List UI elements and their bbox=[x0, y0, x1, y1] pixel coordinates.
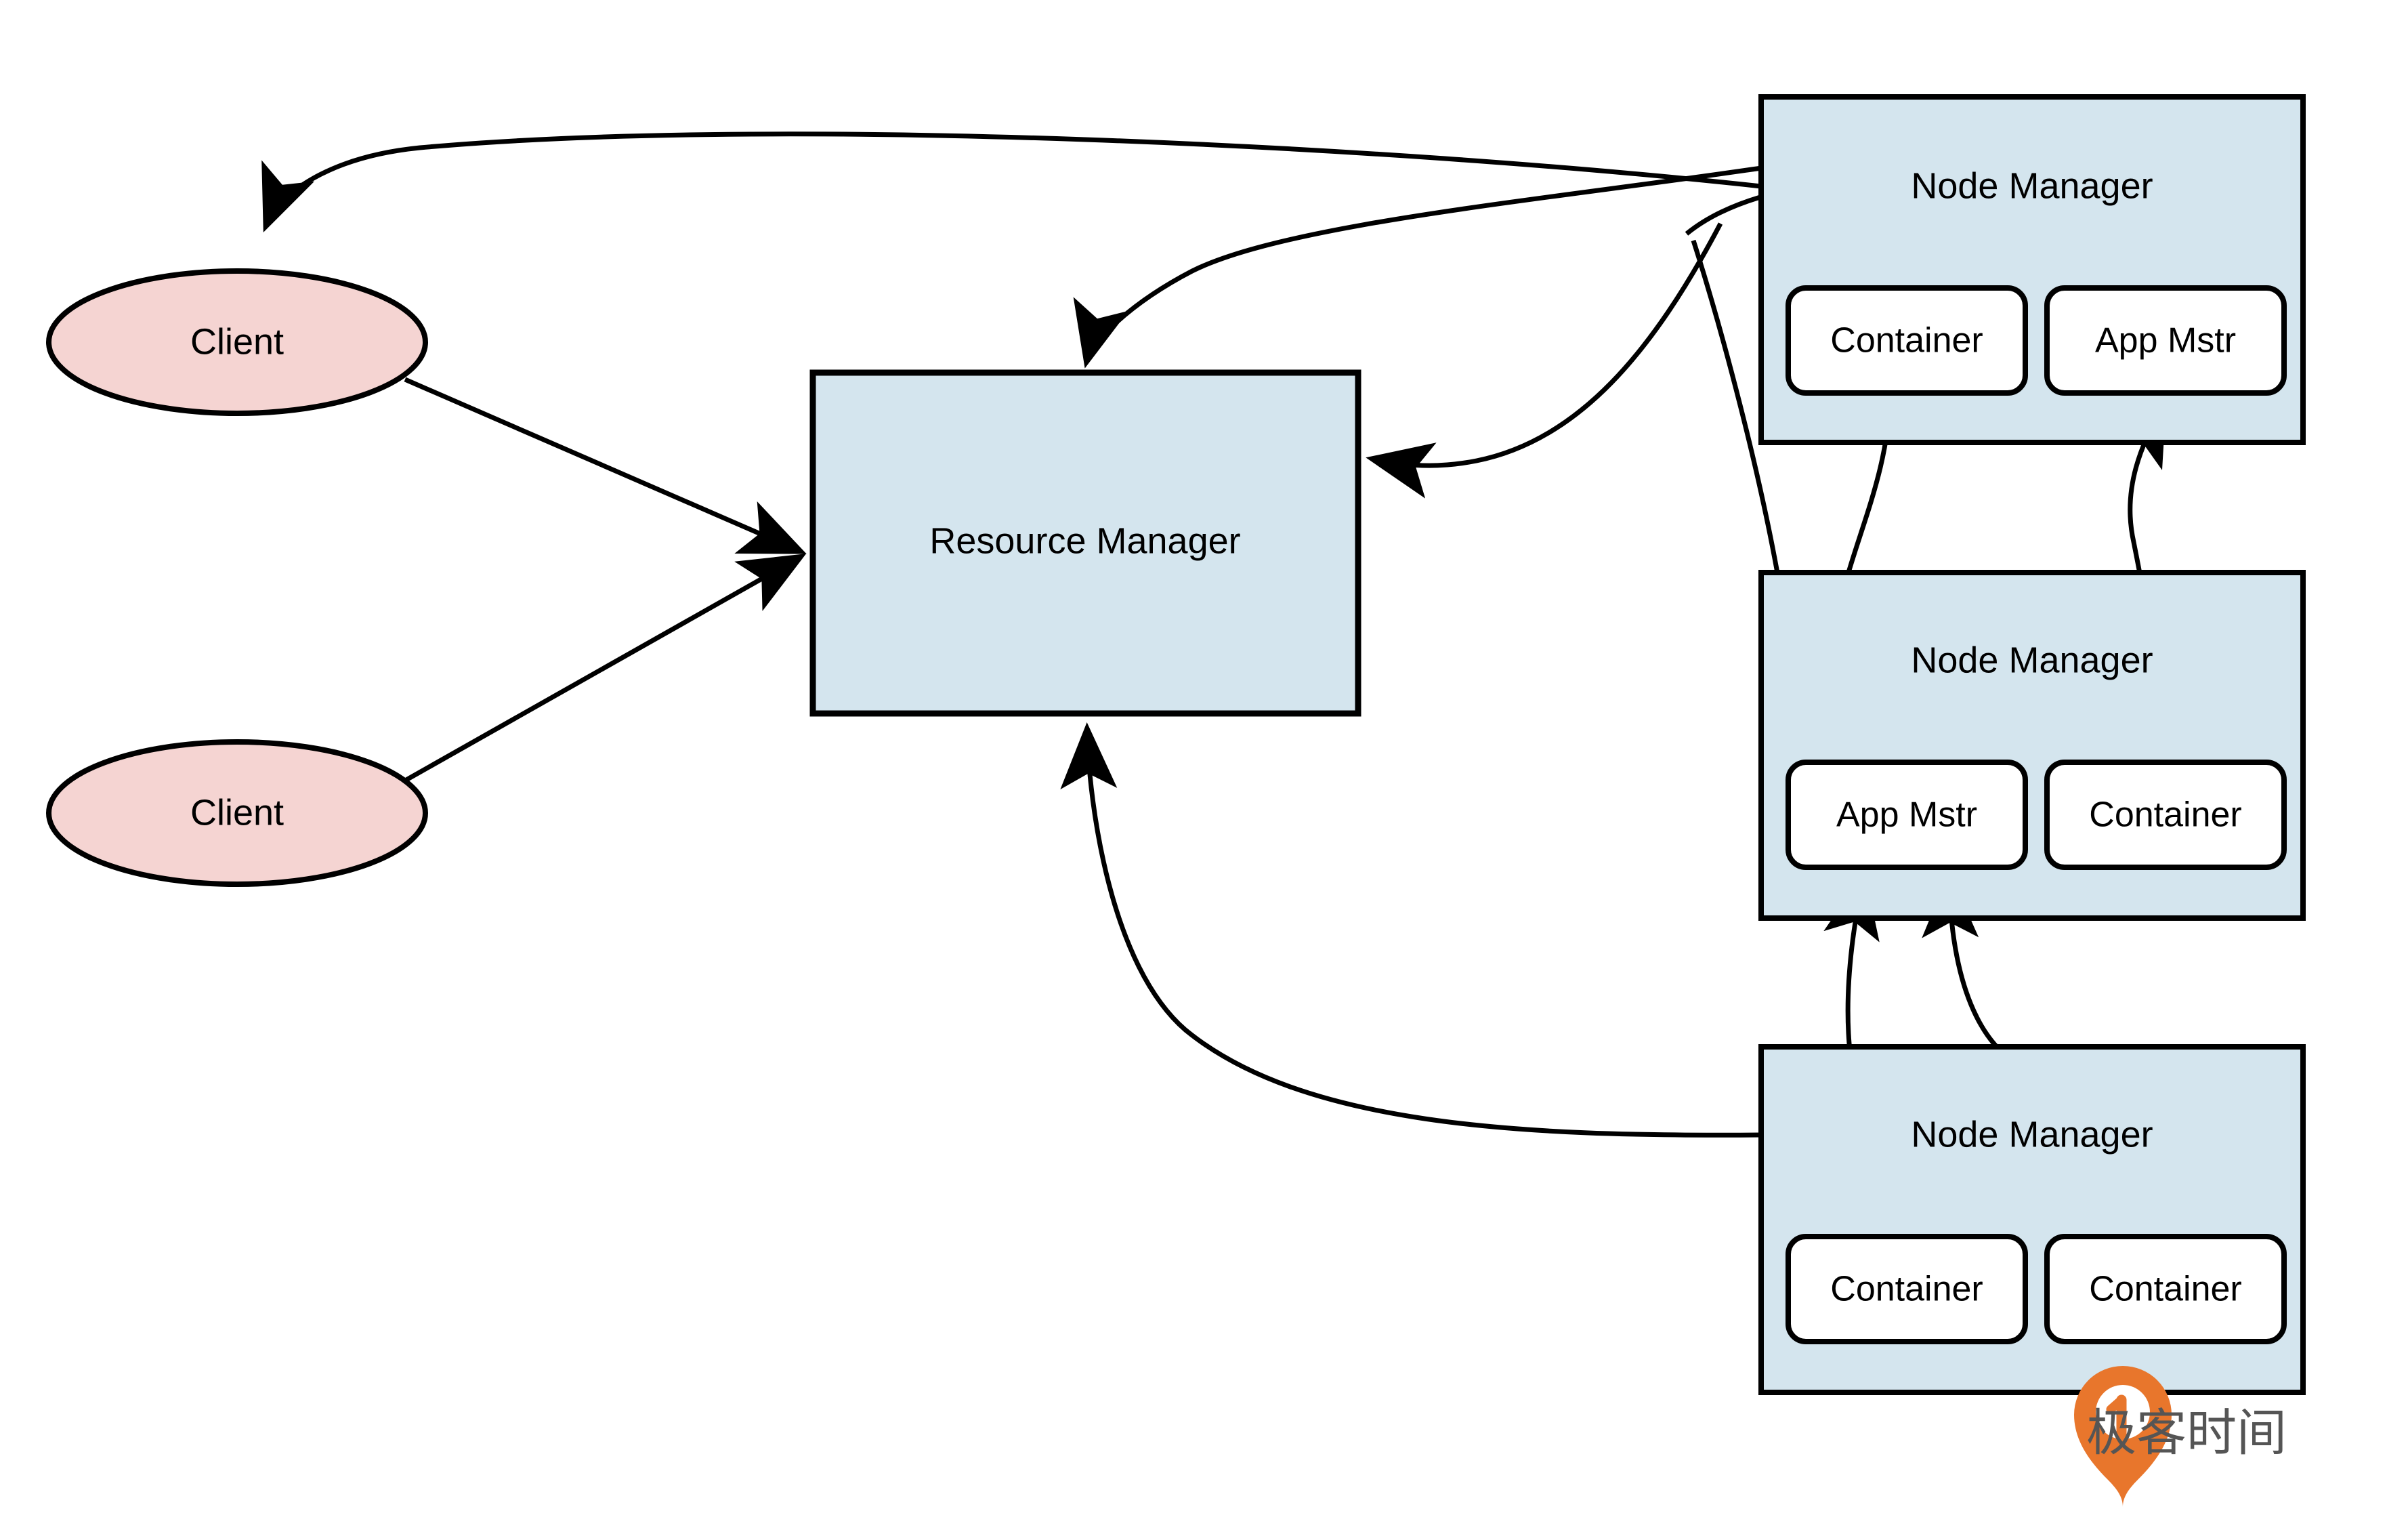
nm3-container-a[interactable]: Container bbox=[1786, 1234, 2028, 1344]
nm3-container-b-label: Container bbox=[2089, 1270, 2241, 1309]
nm1-container-box bbox=[1786, 285, 2028, 396]
nm1-appmstr-label: App Mstr bbox=[2095, 321, 2236, 360]
nm2-container-label: Container bbox=[2089, 795, 2241, 835]
edge-client2-to-rm bbox=[404, 554, 807, 783]
edge-nm1-to-rm-top bbox=[1073, 165, 1762, 369]
client-1-ellipse bbox=[46, 268, 428, 416]
nm2-container[interactable]: Container bbox=[2044, 760, 2287, 870]
nm3-container-a-label: Container bbox=[1830, 1270, 1983, 1309]
nm2-appmstr[interactable]: App Mstr bbox=[1786, 760, 2028, 870]
edge-client1-to-rm bbox=[404, 377, 807, 554]
geektime-logo-icon bbox=[2074, 1366, 2172, 1507]
nm1-appmstr-box bbox=[2044, 285, 2287, 396]
nm3-container-b-box bbox=[2044, 1234, 2287, 1344]
nm3-container-b[interactable]: Container bbox=[2044, 1234, 2287, 1344]
resource-manager-label: Resource Manager bbox=[929, 520, 1240, 561]
client-2[interactable]: Client bbox=[46, 739, 428, 887]
node-manager-2-label: Node Manager bbox=[1911, 640, 2153, 680]
nm1-container-label: Container bbox=[1830, 321, 1983, 360]
client-2-label: Client bbox=[190, 792, 284, 833]
client-2-ellipse bbox=[46, 739, 428, 887]
resource-manager[interactable]: Resource Manager bbox=[809, 369, 1361, 717]
nm1-container[interactable]: Container bbox=[1786, 285, 2028, 396]
edge-nm1-to-client1 bbox=[261, 131, 1762, 232]
resource-manager-box bbox=[809, 369, 1361, 717]
nm3-container-a-box bbox=[1786, 1234, 2028, 1344]
nm2-appmstr-label: App Mstr bbox=[1836, 795, 1977, 835]
watermark-text: 极客时间 bbox=[2086, 1404, 2287, 1462]
client-1-label: Client bbox=[190, 321, 284, 362]
nm2-container-box bbox=[2044, 760, 2287, 870]
nm1-appmstr[interactable]: App Mstr bbox=[2044, 285, 2287, 396]
nm2-appmstr-box bbox=[1786, 760, 2028, 870]
edge-nm3-to-rm-bottom bbox=[1060, 722, 1762, 1138]
node-manager-3-label: Node Manager bbox=[1911, 1114, 2153, 1155]
watermark: 极客时间 bbox=[2074, 1366, 2287, 1507]
client-1[interactable]: Client bbox=[46, 268, 428, 416]
node-manager-1-label: Node Manager bbox=[1911, 165, 2153, 206]
edge-nm1-to-rm-right bbox=[1366, 222, 1723, 499]
